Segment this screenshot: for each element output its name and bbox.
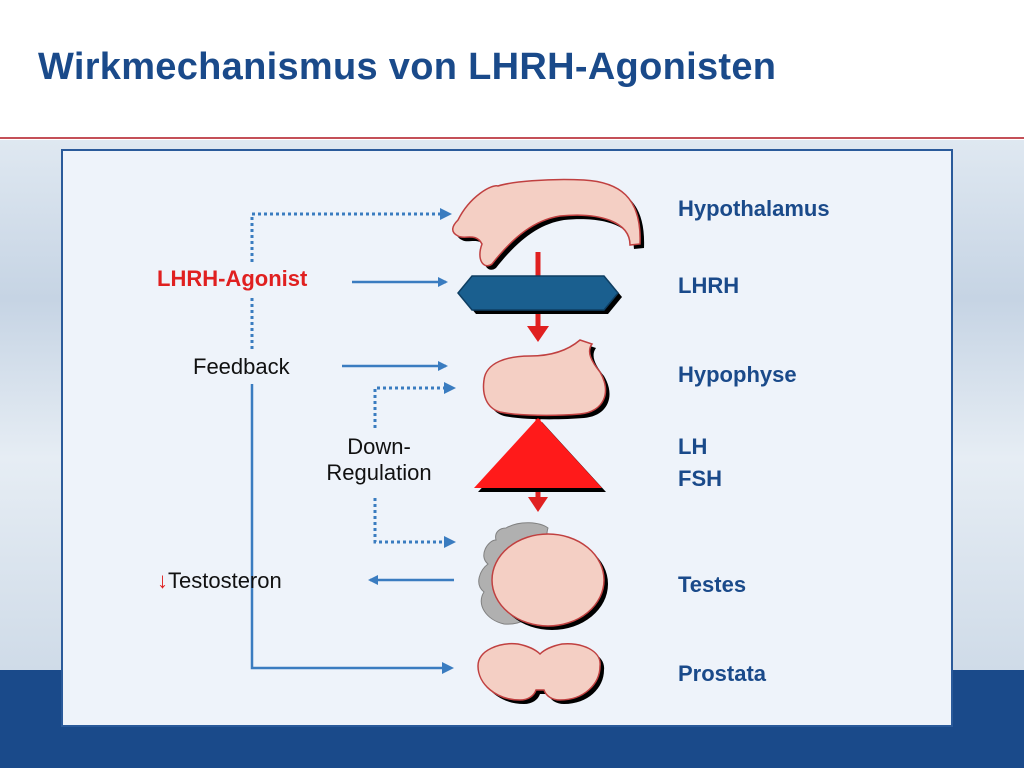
label-testosteron: Testosteron [168,568,282,593]
label-testes: Testes [678,572,747,597]
downreg-dotted-lower [373,498,446,544]
diagram-panel [61,149,953,727]
testes-shape [478,522,608,630]
label-down-regulation: Down- Regulation [316,434,442,486]
hypothalamus-shape [452,178,645,270]
label-fsh: FSH [678,466,722,491]
axis-arrowhead-upper [527,326,549,342]
downreg-dotted-upper [373,386,446,428]
label-lhrh-agonist: LHRH-Agonist [157,266,308,291]
prostata-shape [477,642,605,704]
label-prostata: Prostata [678,661,767,686]
label-lh: LH [678,434,708,459]
label-lhrh: LHRH [678,273,740,298]
label-hypophyse: Hypophyse [678,362,797,387]
label-down-line2: Regulation [326,460,432,485]
lh-fsh-triangle [474,418,606,492]
down-arrow-icon: ↓ [157,568,168,593]
label-feedback: Feedback [193,354,290,379]
hypophyse-shape [482,339,610,420]
label-testosteron-group: ↓Testosteron [157,568,282,594]
label-hypothalamus: Hypothalamus [678,196,830,221]
lhrh-bar [457,275,622,314]
title-divider [0,137,1024,139]
slide-title: Wirkmechanismus von LHRH-Agonisten [38,46,777,88]
axis-arrowhead-lower [528,497,548,512]
feedback-line [250,384,446,670]
label-down-line1: Down- [347,434,411,459]
agonist-dotted-connector [250,212,440,262]
